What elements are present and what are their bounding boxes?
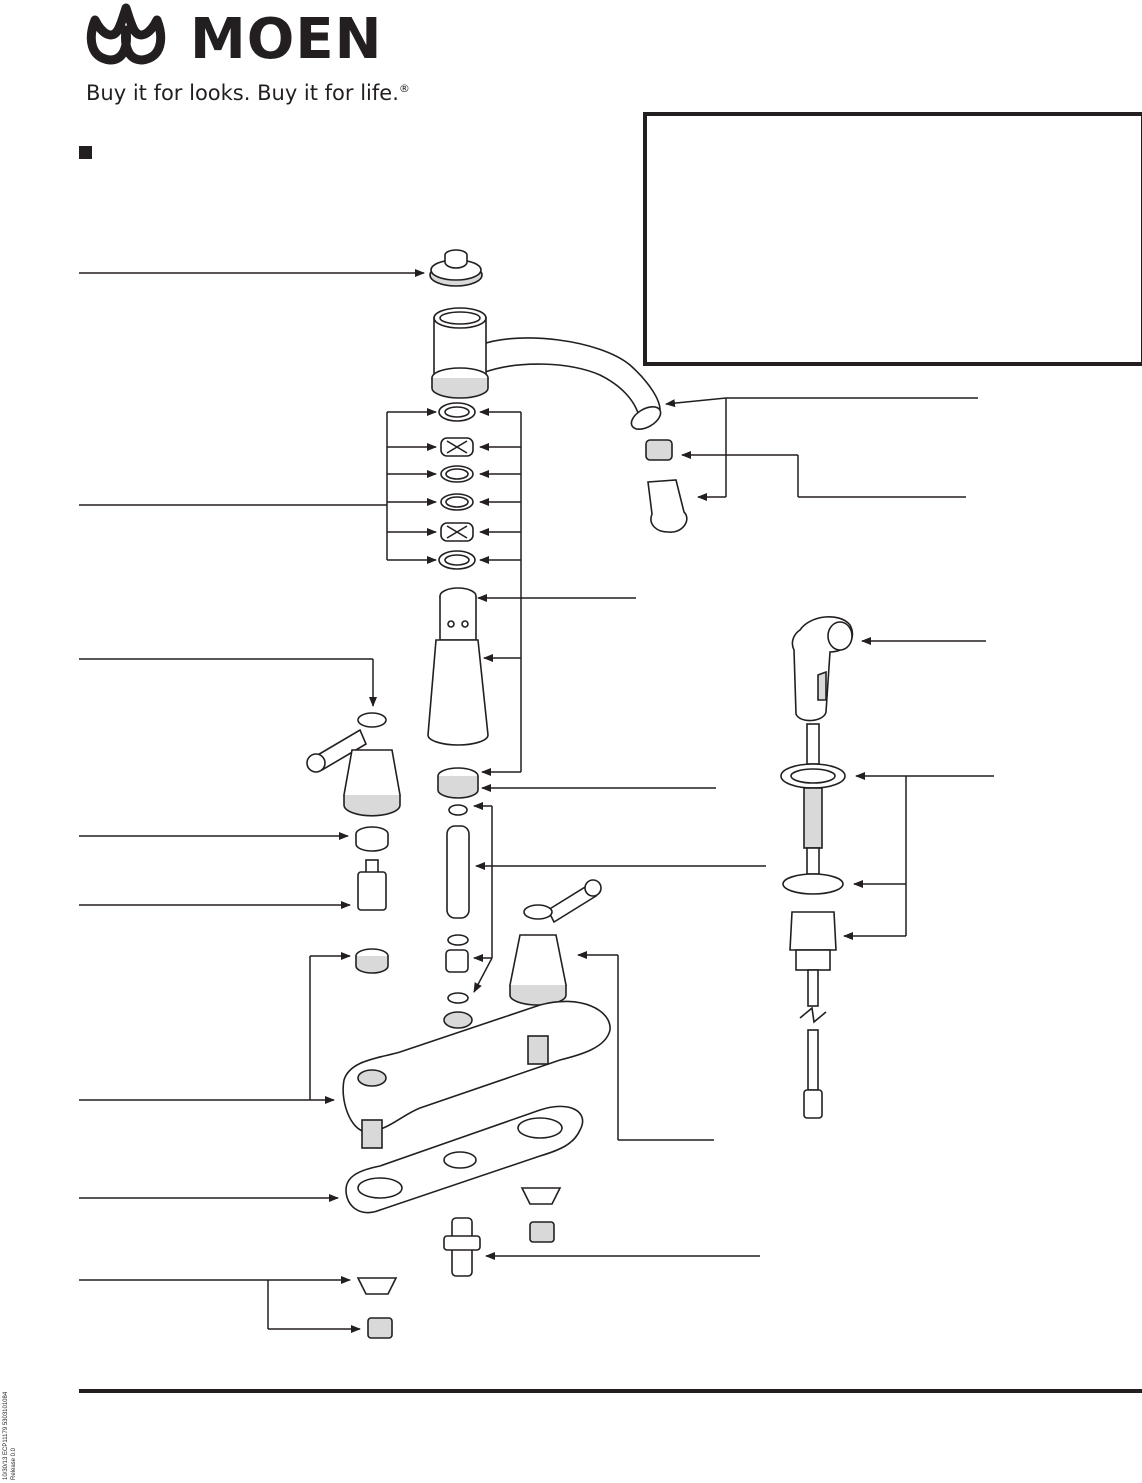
mounting-nut-left	[356, 1277, 398, 1339]
section-bullet-icon	[79, 146, 92, 159]
leader-right-handle	[577, 951, 714, 1141]
leader-spray-mount	[843, 772, 994, 940]
registered-mark: ®	[398, 82, 410, 95]
aerator-key	[647, 479, 688, 533]
tagline-text: Buy it for looks. Buy it for life.	[86, 81, 399, 105]
side-spray-head	[791, 615, 854, 722]
spout-sleeve	[427, 587, 489, 746]
document-revision: Release 0.0	[11, 1447, 17, 1480]
leader-aerator	[681, 451, 966, 498]
leader-tube	[473, 802, 766, 993]
faucet-body	[342, 1000, 611, 1149]
handle-adapter	[355, 826, 389, 852]
mounting-nut-right	[520, 1187, 562, 1243]
right-handle	[509, 879, 602, 1006]
spout	[431, 307, 662, 430]
hub-nut	[437, 767, 479, 799]
o-ring-stack	[438, 402, 476, 570]
valve-cartridge	[357, 859, 387, 911]
leader-left-handle	[79, 658, 377, 707]
leader-spout-end	[665, 397, 978, 501]
spout-cap	[429, 249, 483, 287]
leader-body	[79, 952, 351, 1104]
brand-tagline: Buy it for looks. Buy it for life.®	[86, 76, 410, 106]
document-code-line: 10/30/13 ECP11179 5303101084	[3, 1391, 9, 1480]
aerator	[645, 439, 673, 461]
tube-assembly	[445, 804, 470, 1004]
base-gasket	[345, 1105, 584, 1214]
bonnet-nut	[355, 948, 389, 974]
moen-logo-icon	[86, 3, 166, 65]
footer-rule	[79, 1389, 1142, 1393]
brand-wordmark: MOEN	[190, 7, 383, 72]
spray-hose-guide	[780, 723, 846, 1119]
leader-o-ring-stack	[79, 408, 437, 564]
info-box	[643, 112, 1142, 366]
document-code: 10/30/13 ECP11179 5303101084 Release 0.0	[2, 1392, 18, 1480]
left-handle	[306, 712, 401, 817]
diverter-tee	[443, 1217, 481, 1277]
leader-lower-nut	[79, 1276, 361, 1333]
leader-right-bracket	[479, 408, 522, 776]
